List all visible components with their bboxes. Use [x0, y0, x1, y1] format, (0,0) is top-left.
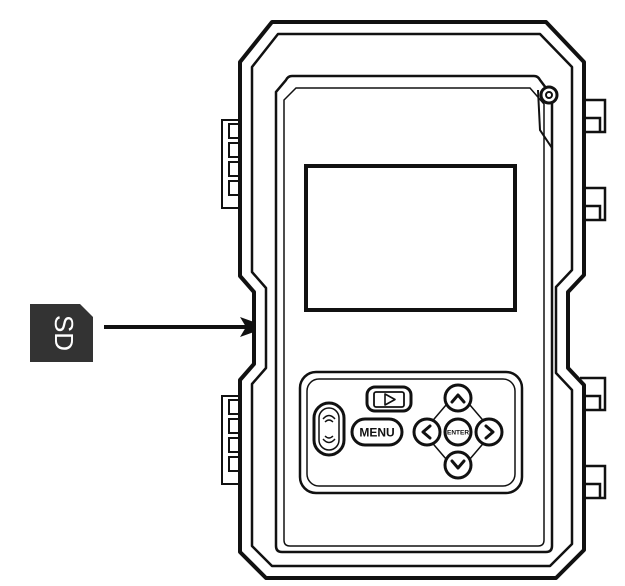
playback-button[interactable]	[367, 387, 411, 411]
up-button[interactable]	[445, 385, 471, 411]
lcd-screen	[306, 166, 515, 310]
enter-button-label: ENTER	[447, 430, 469, 437]
sd-card-label: SD	[49, 315, 79, 351]
insert-arrow	[104, 317, 268, 337]
sd-card: SD	[30, 304, 93, 362]
menu-button-label: MENU	[359, 426, 394, 440]
right-button[interactable]	[476, 419, 502, 445]
down-button[interactable]	[445, 452, 471, 478]
ir-sensor-icon	[314, 403, 344, 455]
screw	[541, 87, 557, 103]
enter-button[interactable]: ENTER	[445, 419, 471, 445]
left-button[interactable]	[414, 419, 440, 445]
menu-button[interactable]: MENU	[352, 419, 402, 445]
